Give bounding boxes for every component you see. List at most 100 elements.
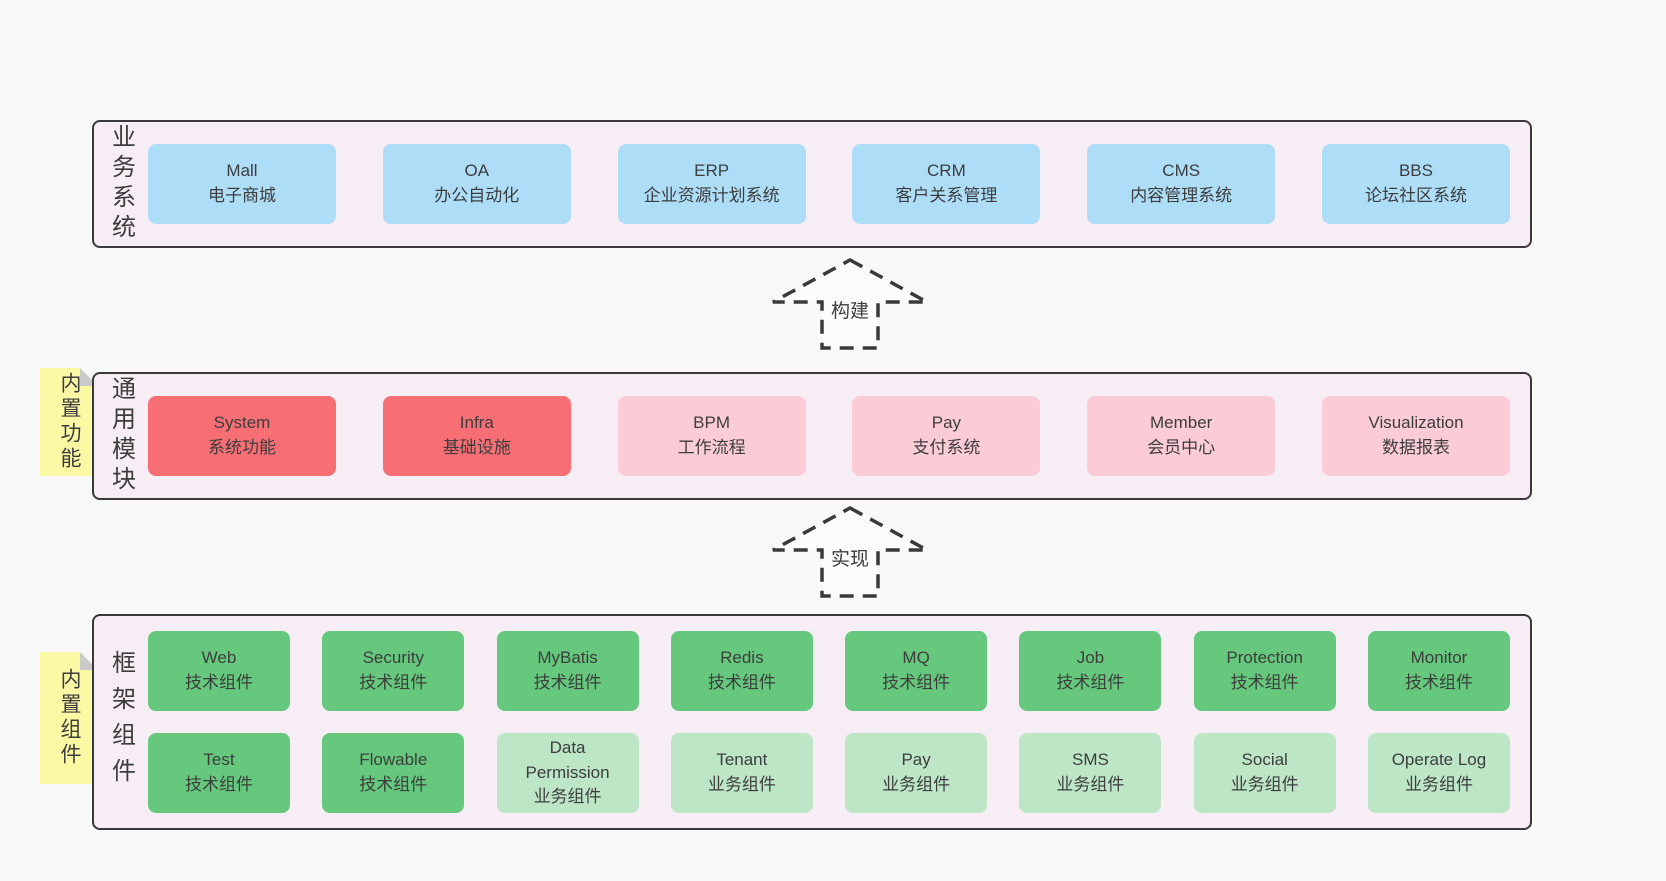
box-subtitle: 技术组件 — [707, 673, 776, 692]
component-box-oa: OA 办公自动化 — [382, 144, 571, 224]
box-title: MyBatis — [537, 648, 598, 668]
box-title: Monitor — [1410, 648, 1468, 668]
box-title: Tenant — [716, 750, 768, 770]
component-box-pay: Pay 支付系统 — [852, 396, 1041, 476]
component-box-web: Web 技术组件 — [148, 631, 290, 711]
box-title: Social — [1241, 750, 1288, 770]
layer-label-text: 框架组件 — [107, 650, 135, 794]
box-title: Job — [1076, 648, 1105, 668]
box-title: BBS — [1398, 161, 1433, 181]
implement-arrow-label: 实现 — [827, 544, 873, 571]
box-subtitle: 支付系统 — [912, 438, 981, 457]
component-box-erp: ERP 企业资源计划系统 — [617, 144, 806, 224]
box-subtitle: 企业资源计划系统 — [643, 186, 780, 205]
layer-label-common-modules: 通用模块 — [94, 374, 148, 498]
component-box-operate-log: Operate Log 业务组件 — [1367, 733, 1510, 813]
component-box-bbs: BBS 论坛社区系统 — [1321, 144, 1510, 224]
box-title: Visualization — [1368, 413, 1464, 433]
box-subtitle: 业务组件 — [1230, 775, 1299, 794]
component-box-mall: Mall 电子商城 — [148, 144, 336, 224]
layer-label-business-systems: 业务系统 — [94, 122, 148, 246]
box-title: Redis — [720, 648, 764, 668]
box-title: CMS — [1162, 161, 1201, 181]
box-subtitle: 业务组件 — [882, 775, 951, 794]
box-subtitle: 系统功能 — [208, 438, 276, 457]
box-title: MQ — [902, 648, 930, 668]
box-title: Mall — [226, 161, 258, 181]
sticky-note-builtin-components: 内置组件 — [40, 652, 98, 784]
box-title: Member — [1150, 413, 1213, 433]
sticky-note-builtin-features: 内置功能 — [40, 368, 98, 476]
box-title: ERP — [694, 161, 730, 181]
box-title: OA — [464, 161, 490, 181]
component-box-mybatis: MyBatis 技术组件 — [496, 631, 639, 711]
component-box-redis: Redis 技术组件 — [670, 631, 813, 711]
box-subtitle: 业务组件 — [707, 775, 776, 794]
component-box-crm: CRM 客户关系管理 — [852, 144, 1041, 224]
box-subtitle: 电子商城 — [208, 186, 276, 205]
component-box-tenant: Tenant 业务组件 — [670, 733, 813, 813]
layer-business-systems: 业务系统 Mall 电子商城 OA 办公自动化 ERP 企业资源计划系统 CRM 客户关系管理… — [92, 120, 1532, 248]
component-box-social: Social 业务组件 — [1193, 733, 1336, 813]
box-subtitle: 基础设施 — [442, 438, 511, 457]
box-title: Security — [362, 648, 424, 668]
layer-label-text: 业务系统 — [107, 124, 135, 244]
box-subtitle: 技术组件 — [533, 673, 602, 692]
box-title: Pay — [901, 750, 931, 770]
component-box-security: Security 技术组件 — [322, 631, 465, 711]
box-title: Pay — [931, 413, 962, 433]
box-subtitle: 技术组件 — [1056, 673, 1125, 692]
component-box-member: Member 会员中心 — [1087, 396, 1276, 476]
box-title: Data Permission — [525, 738, 610, 782]
build-arrow: 构建 — [765, 256, 935, 352]
box-title: Web — [201, 648, 237, 668]
box-subtitle: 办公自动化 — [434, 186, 520, 205]
box-subtitle: 技术组件 — [185, 673, 253, 692]
box-title: Infra — [459, 413, 494, 433]
layer-label-framework-components: 框架组件 — [94, 616, 148, 828]
sticky-note-text: 内置功能 — [58, 372, 81, 472]
layer-label-text: 通用模块 — [107, 376, 135, 496]
box-title: Test — [203, 750, 235, 770]
component-box-monitor: Monitor 技术组件 — [1367, 631, 1510, 711]
box-title: Operate Log — [1391, 750, 1487, 770]
implement-arrow: 实现 — [765, 504, 935, 600]
sticky-note-text: 内置组件 — [58, 668, 81, 768]
box-subtitle: 业务组件 — [1056, 775, 1125, 794]
box-title: CRM — [927, 161, 966, 181]
box-subtitle: 论坛社区系统 — [1364, 186, 1467, 205]
box-subtitle: 技术组件 — [359, 775, 428, 794]
box-subtitle: 技术组件 — [1404, 673, 1473, 692]
box-subtitle: 会员中心 — [1147, 438, 1216, 457]
box-title: Protection — [1226, 648, 1303, 668]
box-subtitle: 客户关系管理 — [895, 186, 998, 205]
box-title: SMS — [1071, 750, 1109, 770]
box-subtitle: 技术组件 — [359, 673, 428, 692]
box-subtitle: 技术组件 — [185, 775, 253, 794]
component-box-system: System 系统功能 — [148, 396, 336, 476]
component-box-pay: Pay 业务组件 — [845, 733, 988, 813]
component-box-data-permission: Data Permission 业务组件 — [496, 733, 639, 813]
box-title: System — [213, 413, 271, 433]
build-arrow-label: 构建 — [827, 296, 873, 323]
box-subtitle: 业务组件 — [1404, 775, 1473, 794]
box-title: BPM — [693, 413, 731, 433]
component-box-test: Test 技术组件 — [148, 733, 290, 813]
box-subtitle: 业务组件 — [533, 787, 602, 807]
component-box-sms: SMS 业务组件 — [1019, 733, 1162, 813]
